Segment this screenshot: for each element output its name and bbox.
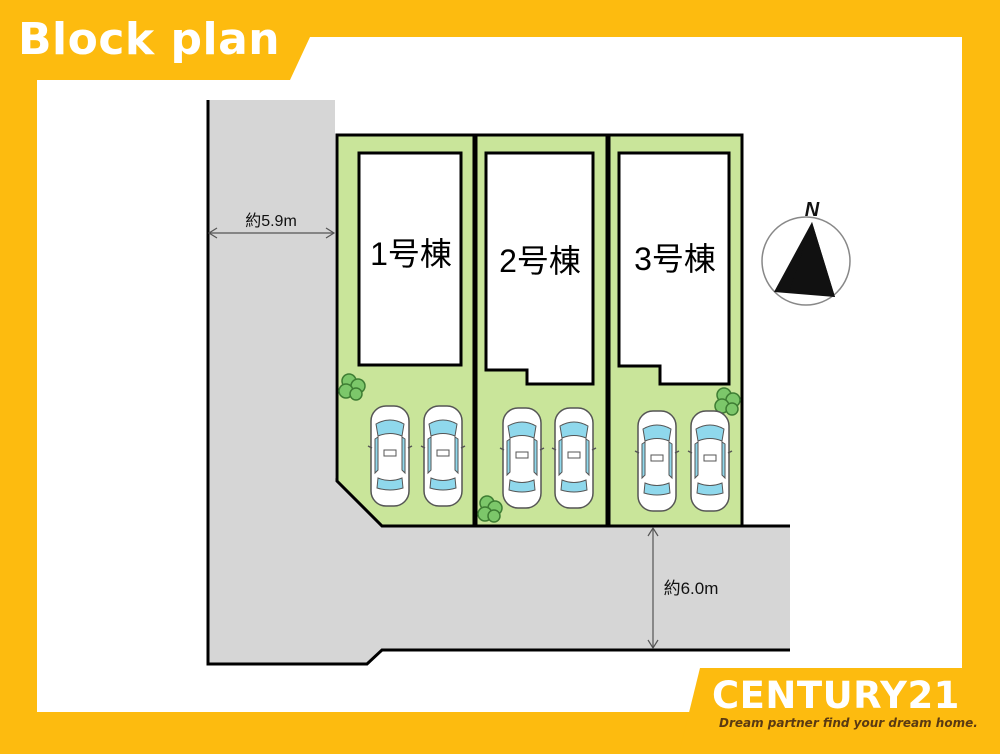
brand-logo: CENTURY21 (712, 674, 960, 717)
lot-label-3: 3号棟 (634, 241, 716, 277)
compass-north-label: N (805, 199, 820, 221)
car-icon (499, 407, 545, 509)
west-road-edge (206, 100, 790, 666)
lot-label-2: 2号棟 (499, 243, 581, 279)
tree-icon (714, 387, 741, 416)
south-road-width-label: 約6.0m (664, 579, 719, 598)
west-road-dimension (207, 227, 336, 239)
car-icon (551, 407, 597, 509)
south-road-dimension (647, 526, 659, 650)
building-3 (617, 151, 731, 386)
brand-tagline: Dream partner find your dream home. (719, 716, 978, 730)
brand-panel (680, 668, 1000, 749)
car-icon (367, 405, 413, 507)
building-2 (484, 151, 595, 386)
page-title: Block plan (18, 14, 281, 65)
car-icon (634, 410, 680, 512)
west-road-width-label: 約5.9m (245, 212, 297, 230)
tree-icon (338, 373, 366, 401)
building-1 (357, 151, 463, 367)
tree-icon (477, 495, 503, 523)
car-icon (687, 410, 733, 512)
car-icon (420, 405, 466, 507)
compass-icon: N (761, 199, 851, 306)
lot-label-1: 1号棟 (370, 236, 452, 272)
west-road (208, 100, 790, 664)
